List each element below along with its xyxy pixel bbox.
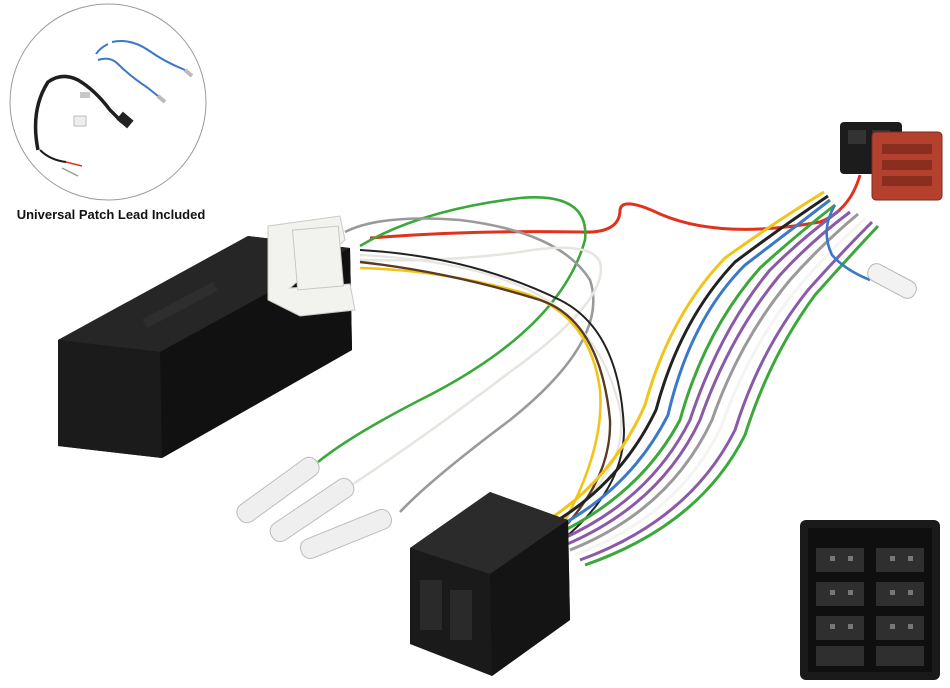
spade-terminal-1 bbox=[236, 456, 320, 524]
spade-terminal-2 bbox=[269, 477, 355, 543]
module-connector-white bbox=[267, 215, 356, 317]
spade-terminal-3 bbox=[299, 508, 393, 560]
inset-caption: Universal Patch Lead Included bbox=[16, 207, 206, 222]
iso-socket-face bbox=[800, 520, 940, 680]
spade-terminal-right bbox=[867, 263, 917, 299]
iso-connector-black-center bbox=[410, 492, 570, 676]
patch-lead-inset bbox=[9, 3, 207, 201]
iso-connector-red bbox=[871, 131, 943, 201]
